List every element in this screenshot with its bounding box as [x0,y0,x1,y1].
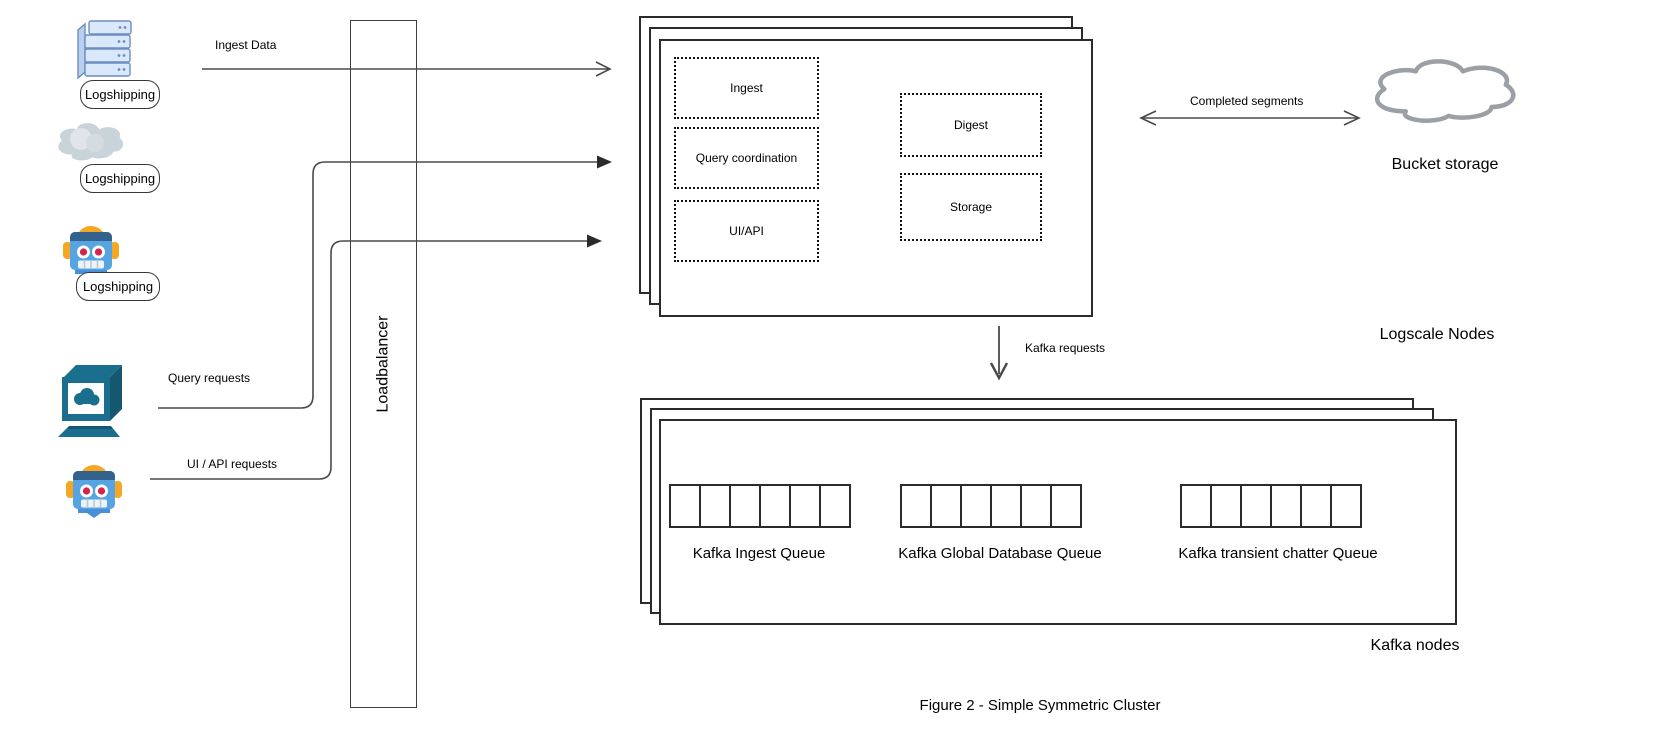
queue-cell [729,486,759,526]
figure-caption: Figure 2 - Simple Symmetric Cluster [919,697,1161,714]
queue-cell [819,486,849,526]
queue-cell [990,486,1020,526]
queue-cell [671,486,699,526]
kafka-global-database-queue [900,484,1082,528]
ui-api-requests-label: UI / API requests [187,457,278,471]
module-digest: Digest [900,93,1042,157]
module-storage: Storage [900,173,1042,241]
queue-cell [1210,486,1240,526]
kafka-global-database-queue-label: Kafka Global Database Queue [898,545,1102,562]
module-ui-api-label: UI/API [729,224,764,238]
queue-cell [1240,486,1270,526]
server-stack-icon [77,20,132,80]
completed-segments-label: Completed segments [1190,94,1304,108]
query-requests-arrowhead-icon [597,155,612,169]
loadbalancer-label: Loadbalancer [374,315,392,413]
logshipping-tag-cloud: Logshipping [80,164,160,193]
bucket-storage-cloud-icon [1377,61,1513,120]
queue-cell [789,486,819,526]
module-ingest-label: Ingest [730,81,763,95]
ingest-data-label: Ingest Data [215,38,277,52]
computer-icon [58,365,122,437]
logscale-nodes-label: Logscale Nodes [1379,326,1495,343]
kafka-transient-chatter-queue-label: Kafka transient chatter Queue [1178,545,1378,562]
ui-api-requests-arrowhead-icon [587,234,602,248]
module-digest-label: Digest [953,118,988,132]
queue-cell [1270,486,1300,526]
completed-segments-right-arrowhead-icon [1343,110,1361,126]
cloud-icon [58,123,123,161]
ingest-data-arrowhead-icon [595,61,612,77]
robot-icon [63,226,119,279]
loadbalancer-box: Loadbalancer [350,20,417,708]
queue-cell [930,486,960,526]
kafka-ingest-queue [669,484,851,528]
query-requests-label: Query requests [168,371,251,385]
queue-cell [1020,486,1050,526]
bucket-storage-label: Bucket storage [1391,156,1499,173]
kafka-requests-arrowhead-icon [989,362,1009,381]
module-ui-api: UI/API [674,200,819,262]
completed-segments-left-arrowhead-icon [1139,110,1157,126]
kafka-requests-label: Kafka requests [1025,341,1106,355]
kafka-nodes-label: Kafka nodes [1370,637,1460,654]
robot-icon [66,465,122,518]
kafka-ingest-queue-label: Kafka Ingest Queue [692,545,826,562]
queue-cell [1330,486,1360,526]
queue-cell [759,486,789,526]
queue-cell [1300,486,1330,526]
logshipping-tag-servers: Logshipping [80,80,160,109]
queue-cell [902,486,930,526]
queue-cell [699,486,729,526]
logshipping-tag-robot-label: Logshipping [82,279,154,294]
module-query-coordination: Query coordination [674,127,819,189]
logshipping-tag-robot: Logshipping [76,272,160,301]
module-query-coordination-label: Query coordination [695,151,798,165]
kafka-transient-chatter-queue [1180,484,1362,528]
queue-cell [960,486,990,526]
module-storage-label: Storage [949,200,993,214]
queue-cell [1050,486,1080,526]
module-ingest: Ingest [674,57,819,119]
queue-cell [1182,486,1210,526]
logshipping-tag-cloud-label: Logshipping [84,171,156,186]
logshipping-tag-servers-label: Logshipping [84,87,156,102]
